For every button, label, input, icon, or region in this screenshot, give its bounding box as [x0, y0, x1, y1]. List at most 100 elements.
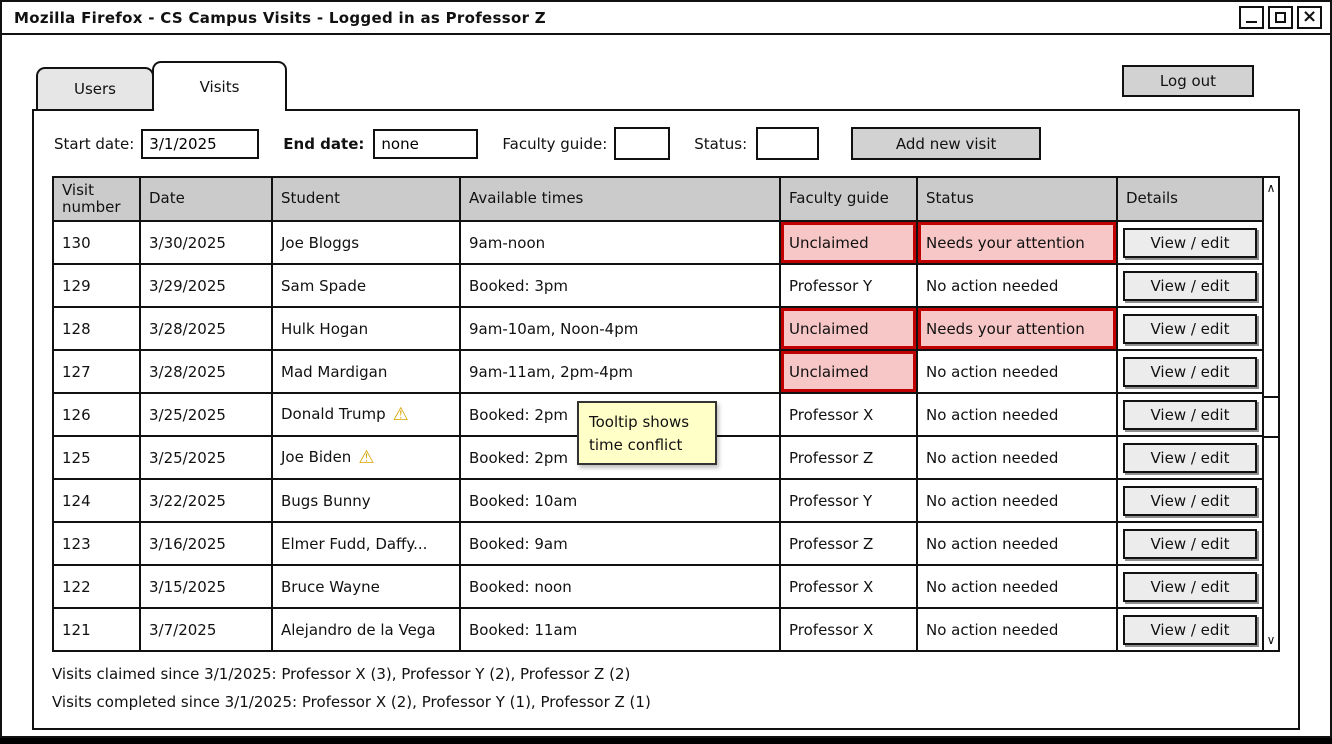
- cell-student: Hulk Hogan: [271, 306, 461, 351]
- table-row: 126 3/25/2025 Donald Trump⚠ Booked: 2pm …: [52, 392, 1264, 437]
- cell-status: No action needed: [916, 607, 1118, 652]
- cell-date: 3/25/2025: [139, 392, 273, 437]
- start-date-label: Start date:: [54, 134, 135, 153]
- view-edit-button[interactable]: View / edit: [1123, 399, 1257, 430]
- completed-summary: Visits completed since 3/1/2025: Profess…: [52, 693, 651, 711]
- table-row: 123 3/16/2025 Elmer Fudd, Daffy... Booke…: [52, 521, 1264, 566]
- table-row: 125 3/25/2025 Joe Biden⚠ Booked: 2pm Pro…: [52, 435, 1264, 480]
- cell-faculty-guide: Professor Z: [779, 521, 918, 566]
- col-faculty-guide: Faculty guide: [779, 176, 918, 222]
- cell-student: Joe Biden⚠: [271, 435, 461, 480]
- time-conflict-tooltip: Tooltip shows time conflict: [577, 401, 717, 465]
- cell-faculty-guide: Professor Y: [779, 263, 918, 308]
- cell-student: Bugs Bunny: [271, 478, 461, 523]
- scroll-up-icon: ∧: [1266, 181, 1276, 195]
- tooltip-line2: time conflict: [589, 435, 683, 454]
- tab-visits[interactable]: Visits: [152, 61, 287, 111]
- titlebar: Mozilla Firefox - CS Campus Visits - Log…: [2, 2, 1330, 35]
- col-student: Student: [271, 176, 461, 222]
- cell-status: No action needed: [916, 564, 1118, 609]
- cell-faculty-guide: Unclaimed: [779, 220, 918, 265]
- cell-status: No action needed: [916, 521, 1118, 566]
- cell-date: 3/30/2025: [139, 220, 273, 265]
- tabs-row: Users Visits Log out: [36, 61, 1294, 111]
- status-input[interactable]: [756, 127, 820, 160]
- cell-details: View / edit: [1116, 564, 1264, 609]
- cell-status: Needs your attention: [916, 220, 1118, 265]
- cell-date: 3/22/2025: [139, 478, 273, 523]
- col-available-times: Available times: [459, 176, 781, 222]
- end-date-label: End date:: [283, 134, 365, 153]
- cell-faculty-guide: Professor X: [779, 392, 918, 437]
- cell-details: View / edit: [1116, 478, 1264, 523]
- close-icon: ×: [1301, 5, 1318, 27]
- cell-visit-number: 124: [52, 478, 141, 523]
- close-button[interactable]: ×: [1297, 6, 1322, 29]
- tab-users-label: Users: [73, 80, 116, 98]
- col-status: Status: [916, 176, 1118, 222]
- add-new-visit-button[interactable]: Add new visit: [851, 127, 1042, 160]
- tab-users[interactable]: Users: [36, 67, 154, 109]
- student-name: Donald Trump: [281, 405, 386, 423]
- view-edit-button[interactable]: View / edit: [1123, 442, 1257, 473]
- cell-status: No action needed: [916, 349, 1118, 394]
- col-date: Date: [139, 176, 273, 222]
- cell-status: Needs your attention: [916, 306, 1118, 351]
- cell-status: No action needed: [916, 392, 1118, 437]
- start-date-input[interactable]: [141, 128, 260, 159]
- view-edit-button[interactable]: View / edit: [1123, 528, 1257, 559]
- cell-date: 3/28/2025: [139, 349, 273, 394]
- view-edit-button[interactable]: View / edit: [1123, 313, 1257, 344]
- cell-student: Mad Mardigan: [271, 349, 461, 394]
- view-edit-button[interactable]: View / edit: [1123, 571, 1257, 602]
- table-row: 128 3/28/2025 Hulk Hogan 9am-10am, Noon-…: [52, 306, 1264, 351]
- cell-visit-number: 130: [52, 220, 141, 265]
- view-edit-button[interactable]: View / edit: [1123, 270, 1257, 301]
- cell-details: View / edit: [1116, 521, 1264, 566]
- claimed-summary: Visits claimed since 3/1/2025: Professor…: [52, 665, 631, 683]
- cell-student: Donald Trump ⚠: [271, 392, 461, 437]
- cell-date: 3/16/2025: [139, 521, 273, 566]
- status-label: Status:: [694, 134, 748, 153]
- cell-details: View / edit: [1116, 607, 1264, 652]
- minimize-icon: [1246, 21, 1257, 23]
- faculty-guide-input[interactable]: [614, 127, 671, 160]
- logout-button[interactable]: Log out: [1122, 65, 1254, 97]
- view-edit-button[interactable]: View / edit: [1123, 614, 1257, 645]
- cell-faculty-guide: Unclaimed: [779, 306, 918, 351]
- table-row: 129 3/29/2025 Sam Spade Booked: 3pm Prof…: [52, 263, 1264, 308]
- col-visit-number: Visit number: [52, 176, 141, 222]
- view-edit-button[interactable]: View / edit: [1123, 485, 1257, 516]
- table-row: 122 3/15/2025 Bruce Wayne Booked: noon P…: [52, 564, 1264, 609]
- table-row: 121 3/7/2025 Alejandro de la Vega Booked…: [52, 607, 1264, 652]
- warning-icon[interactable]: ⚠: [392, 404, 409, 425]
- view-edit-button[interactable]: View / edit: [1123, 227, 1257, 258]
- view-edit-button[interactable]: View / edit: [1123, 356, 1257, 387]
- cell-faculty-guide: Professor Z: [779, 435, 918, 480]
- cell-times: Booked: 9am: [459, 521, 781, 566]
- minimize-button[interactable]: [1239, 6, 1264, 29]
- cell-visit-number: 123: [52, 521, 141, 566]
- scroll-down-button[interactable]: ∨: [1264, 630, 1278, 650]
- summary-footer: Visits claimed since 3/1/2025: Professor…: [52, 660, 1280, 716]
- visits-table-wrap: Visit number Date Student Available time…: [52, 176, 1280, 652]
- cell-student: Bruce Wayne: [271, 564, 461, 609]
- tooltip-line1: Tooltip shows: [589, 413, 690, 431]
- scrollbar-thumb[interactable]: [1264, 396, 1278, 438]
- cell-student: Elmer Fudd, Daffy...: [271, 521, 461, 566]
- table-row: 124 3/22/2025 Bugs Bunny Booked: 10am Pr…: [52, 478, 1264, 523]
- cell-status: No action needed: [916, 478, 1118, 523]
- end-date-input[interactable]: [373, 128, 479, 159]
- cell-student: Alejandro de la Vega: [271, 607, 461, 652]
- maximize-button[interactable]: [1268, 6, 1293, 29]
- cell-faculty-guide: Unclaimed: [779, 349, 918, 394]
- faculty-guide-label: Faculty guide:: [502, 134, 608, 153]
- cell-visit-number: 125: [52, 435, 141, 480]
- scroll-up-button[interactable]: ∧: [1264, 178, 1278, 198]
- cell-details: View / edit: [1116, 220, 1264, 265]
- cell-faculty-guide: Professor X: [779, 607, 918, 652]
- table-scrollbar[interactable]: ∧ ∨: [1262, 176, 1280, 652]
- warning-icon[interactable]: ⚠: [358, 447, 375, 468]
- cell-visit-number: 127: [52, 349, 141, 394]
- cell-times: Booked: 3pm: [459, 263, 781, 308]
